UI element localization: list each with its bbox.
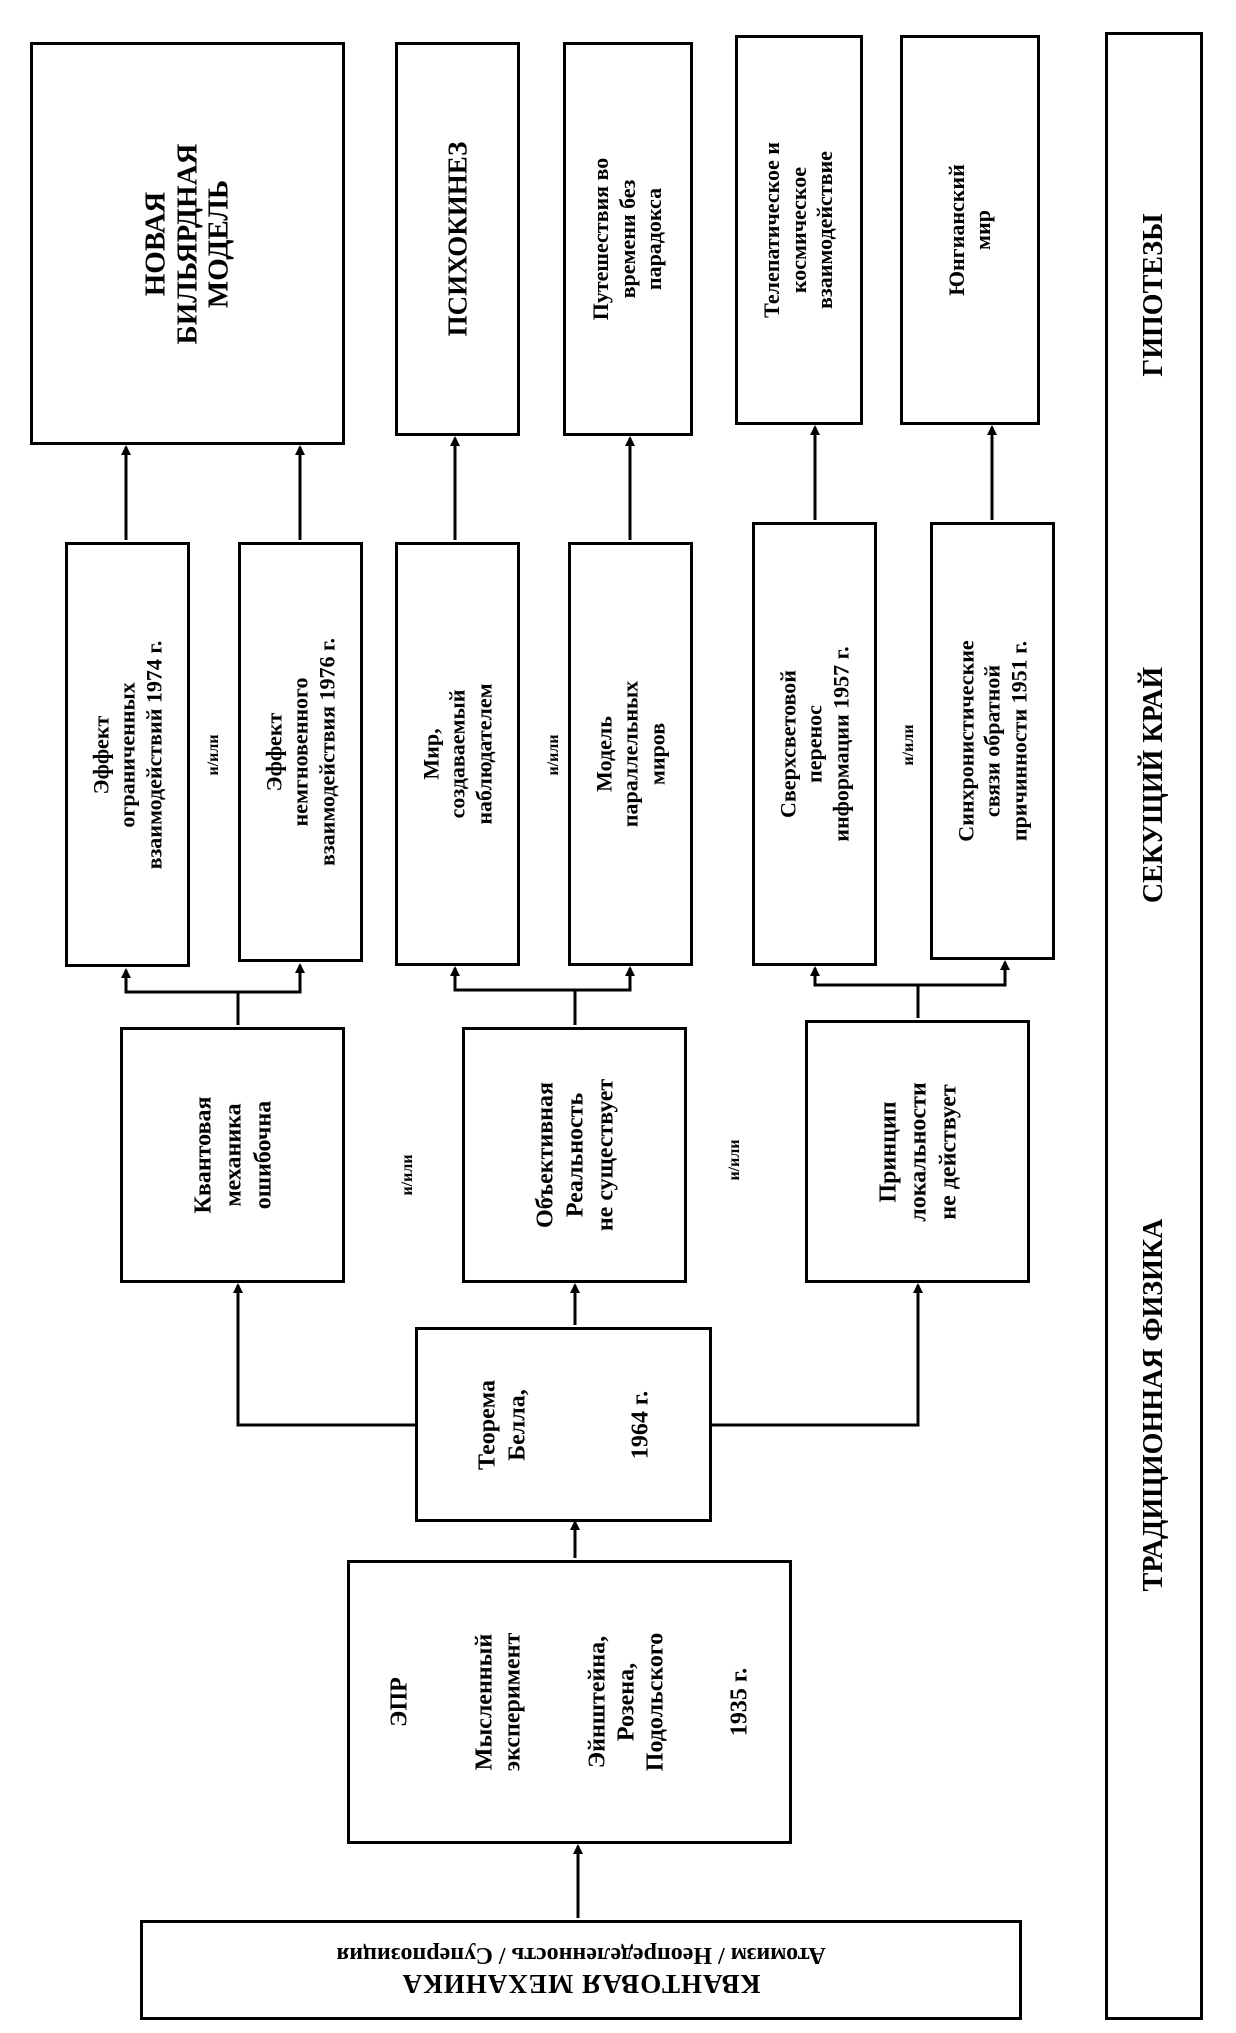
- bell-year: 1964 г.: [627, 1390, 654, 1459]
- telepathic-line1: Телепатическое и: [759, 142, 785, 318]
- bell-line1: Теорема: [473, 1379, 500, 1470]
- epr-box: ЭПР Мысленный эксперимент Эйнштейна, Роз…: [347, 1560, 792, 1844]
- parallel-line2: параллельных: [617, 680, 643, 828]
- limited-line3: взаимодействий 1974 г.: [140, 640, 166, 869]
- limited-interactions-box: Эффект ограниченных взаимодействий 1974 …: [65, 542, 190, 967]
- telepathic-box: Телепатическое и космическое взаимодейст…: [735, 35, 863, 425]
- andor-label-traditional-1: и/или: [399, 1154, 416, 1196]
- locality-line2: локальности: [904, 1081, 931, 1222]
- synchronistic-line1: Синхронистические: [952, 640, 978, 842]
- billiard-line2: БИЛЬЯРДНАЯ: [170, 143, 203, 344]
- epr-line1: Мысленный: [470, 1633, 497, 1771]
- quantum-mechanics-subtitle: Атомизм / Неопределенность / Суперпозици…: [336, 1942, 826, 1968]
- bell-theorem-box: Теорема Белла, 1964 г.: [415, 1327, 712, 1522]
- time-travel-box: Путешествия во времени без парадокса: [563, 42, 693, 436]
- observer-line2: создаваемый: [444, 689, 470, 819]
- epr-title: ЭПР: [385, 1677, 412, 1727]
- locality-line1: Принцип: [874, 1100, 901, 1203]
- instant-line2: немгновенного: [287, 677, 313, 827]
- objective-reality-box: Объективная Реальность не существует: [462, 1027, 687, 1283]
- andor-label-cutting-1: и/или: [205, 734, 222, 776]
- superluminal-line3: информации 1957 г.: [827, 646, 853, 842]
- locality-box: Принцип локальности не действует: [805, 1020, 1030, 1283]
- psychokinesis-box: ПСИХОКИНЕЗ: [395, 42, 520, 436]
- billiard-line3: МОДЕЛЬ: [202, 179, 235, 308]
- epr-line5: Подольского: [641, 1632, 668, 1772]
- quantum-mechanics-box: КВАНТОВАЯ МЕХАНИКА Атомизм / Неопределен…: [140, 1920, 1022, 2020]
- band-cutting-edge: СЕКУЩИЙ КРАЙ: [1138, 666, 1169, 904]
- synchronistic-line3: причинности 1951 г.: [1005, 640, 1031, 842]
- jungian-world-box: Юнгианский мир: [900, 35, 1040, 425]
- observer-world-box: Мир, создаваемый наблюдателем: [395, 542, 520, 966]
- time-travel-line3: парадокса: [641, 187, 667, 291]
- observer-line1: Мир,: [417, 728, 443, 780]
- instant-line1: Эффект: [260, 712, 286, 792]
- time-travel-line2: времени без: [614, 179, 640, 299]
- jungian-line1: Юнгианский: [943, 164, 969, 296]
- billiard-line1: НОВАЯ: [138, 191, 171, 296]
- billiard-model-box: НОВАЯ БИЛЬЯРДНАЯ МОДЕЛЬ: [30, 42, 345, 445]
- objective-line2: Реальность: [561, 1092, 588, 1218]
- epr-year: 1935 г.: [726, 1667, 753, 1737]
- epr-line3: Эйнштейна,: [584, 1635, 610, 1769]
- instant-interaction-box: Эффект немгновенного взаимодействия 1976…: [238, 542, 363, 962]
- synchronistic-line2: связи обратной: [979, 664, 1005, 818]
- qm-wrong-line2: механика: [219, 1103, 246, 1207]
- time-travel-line1: Путешествия во: [588, 157, 614, 321]
- andor-label-traditional-2: и/или: [726, 1139, 743, 1181]
- epr-line4: Розена,: [612, 1662, 639, 1742]
- jungian-line2: мир: [970, 210, 995, 250]
- observer-line3: наблюдателем: [470, 683, 496, 825]
- category-band: ГИПОТЕЗЫ СЕКУЩИЙ КРАЙ ТРАДИЦИОННАЯ ФИЗИК…: [1105, 32, 1203, 2020]
- superluminal-box: Сверхсветовой перенос информации 1957 г.: [752, 522, 877, 966]
- band-hypotheses: ГИПОТЕЗЫ: [1138, 213, 1169, 377]
- psychokinesis-line1: ПСИХОКИНЕЗ: [442, 141, 472, 337]
- band-traditional-physics: ТРАДИЦИОННАЯ ФИЗИКА: [1138, 1218, 1169, 1592]
- synchronistic-box: Синхронистические связи обратной причинн…: [930, 522, 1055, 960]
- telepathic-line3: взаимодействие: [812, 151, 838, 309]
- parallel-line3: миров: [643, 722, 669, 786]
- telepathic-line2: космическое: [785, 166, 811, 294]
- epr-line2: эксперимент: [499, 1632, 526, 1772]
- qm-wrong-line1: Квантовая: [189, 1096, 216, 1214]
- parallel-worlds-box: Модель параллельных миров: [568, 542, 693, 966]
- objective-line3: не существует: [591, 1078, 618, 1232]
- objective-line1: Объективная: [531, 1082, 558, 1228]
- instant-line3: взаимодействия 1976 г.: [313, 637, 339, 867]
- parallel-line1: Модель: [590, 716, 616, 792]
- limited-line2: ограниченных: [114, 681, 140, 828]
- qm-wrong-line3: ошибочна: [249, 1100, 276, 1210]
- superluminal-line2: перенос: [801, 705, 827, 783]
- quantum-mechanics-title: КВАНТОВАЯ МЕХАНИКА: [401, 1969, 761, 1999]
- andor-label-cutting-2: и/или: [545, 734, 562, 776]
- limited-line1: Эффект: [87, 715, 113, 794]
- bell-line2: Белла,: [503, 1388, 530, 1461]
- locality-line3: не действует: [934, 1083, 961, 1220]
- qm-wrong-box: Квантовая механика ошибочна: [120, 1027, 345, 1283]
- superluminal-line1: Сверхсветовой: [774, 670, 800, 818]
- andor-label-cutting-3: и/или: [900, 724, 917, 766]
